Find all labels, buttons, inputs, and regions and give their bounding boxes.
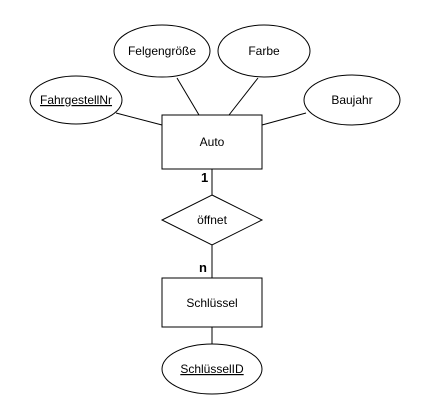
attribute-schluesselid-shape xyxy=(161,343,263,395)
cardinality-auto: 1 xyxy=(201,170,208,185)
relationship-oeffnet-label: öffnet xyxy=(197,213,227,227)
attribute-farbe-label: Farbe xyxy=(248,44,280,58)
connector-fahrgestellnr-auto xyxy=(115,112,163,126)
attribute-baujahr-shape xyxy=(303,74,401,126)
relationship-oeffnet[interactable]: öffnet xyxy=(160,194,264,246)
attribute-schluesselid[interactable]: SchlüsselID xyxy=(161,343,263,395)
relationship-oeffnet-diamond xyxy=(160,194,264,246)
entity-schluessel-box xyxy=(161,277,263,328)
attribute-baujahr-label: Baujahr xyxy=(331,93,372,107)
attribute-fahrgestellnr-label: FahrgestellNr xyxy=(40,93,112,107)
entity-schluessel[interactable]: Schlüssel xyxy=(161,277,263,328)
attribute-baujahr[interactable]: Baujahr xyxy=(303,74,401,126)
attribute-felgengroesse-shape xyxy=(113,24,211,78)
attribute-farbe-shape xyxy=(217,24,311,78)
attribute-farbe[interactable]: Farbe xyxy=(217,24,311,78)
attribute-felgengroesse[interactable]: Felgengröße xyxy=(113,24,211,78)
connector-baujahr-auto xyxy=(261,112,307,126)
attribute-fahrgestellnr[interactable]: FahrgestellNr xyxy=(29,75,123,125)
connector-felgengroesse-auto xyxy=(176,77,200,116)
connector-farbe-auto xyxy=(228,77,259,116)
entity-auto-label: Auto xyxy=(200,135,225,149)
entity-schluessel-label: Schlüssel xyxy=(186,296,237,310)
attribute-felgengroesse-label: Felgengröße xyxy=(128,44,196,58)
attribute-fahrgestellnr-shape xyxy=(29,75,123,125)
entity-auto-box xyxy=(161,114,263,170)
cardinality-schluessel: n xyxy=(199,260,207,275)
attribute-schluesselid-label: SchlüsselID xyxy=(180,362,244,376)
entity-auto[interactable]: Auto xyxy=(161,114,263,170)
